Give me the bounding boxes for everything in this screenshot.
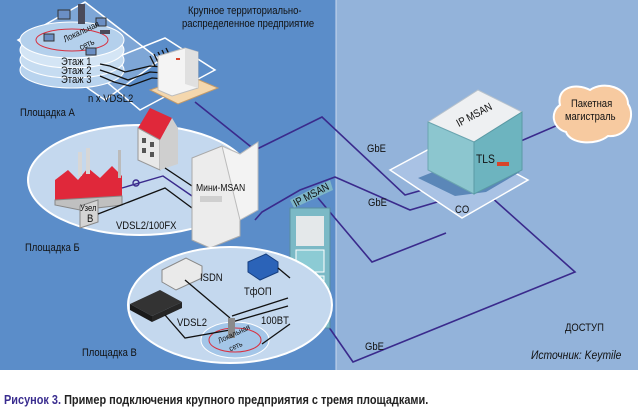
backbone-label-line2: магистраль (565, 111, 616, 123)
computer-icons-site-a (43, 4, 110, 56)
site-b-lines (97, 167, 196, 215)
link-mini-msan-to-co (254, 176, 445, 221)
figure-number: Рисунок 3. (4, 392, 62, 407)
site-b-fiber (121, 175, 193, 197)
network-diagram: Крупное территориально- распределенное п… (0, 0, 638, 370)
node-v-box (79, 199, 99, 229)
pstn-label: ТфОП (244, 286, 272, 298)
diagram-canvas (0, 0, 638, 370)
figure-caption: Рисунок 3. Пример подключения крупного п… (4, 392, 428, 407)
office-building-icon (137, 108, 178, 171)
site-a-dslam-icon (157, 47, 199, 97)
enterprise-title-line2: распределенное предприятие (182, 18, 315, 30)
backbone-cloud (552, 84, 633, 144)
site-b-label: Площадка Б (25, 242, 80, 254)
site-a-platform-outline (88, 37, 217, 111)
floor-2-label: Этаж 2 (61, 65, 92, 77)
floor-1-label: Этаж 1 (61, 56, 92, 68)
link-rack-to-co-upper (317, 197, 447, 263)
site-a-label: Площадка А (20, 107, 75, 119)
site-v-switch-icon (228, 318, 235, 338)
pstn-phone-icon (247, 253, 279, 281)
mini-msan-cabinet-icon (191, 141, 259, 249)
gbe-label-3: GbE (365, 341, 384, 353)
gbe-label-2: GbE (368, 197, 387, 209)
isdn-phone-icon (161, 257, 203, 291)
floor-3-label: Этаж 3 (61, 74, 92, 86)
backbone-label-line1: Пакетная (571, 98, 613, 110)
link-site-a-to-co (194, 101, 441, 196)
node-v-label-line2: В (87, 213, 94, 225)
site-v-lines (164, 267, 291, 345)
vdsl2-label: VDSL2 (177, 317, 207, 329)
access-zone-label: ДОСТУП (565, 322, 604, 334)
mini-msan-label: Мини-MSAN (196, 183, 246, 194)
isdn-label: ISDN (200, 272, 223, 284)
vdsl2-modem-icon (130, 290, 182, 322)
ethernet-100bt-label: 100BT (261, 315, 289, 327)
gbe-label-1: GbE (367, 143, 386, 155)
enterprise-title-line1: Крупное территориально- (188, 5, 302, 17)
figure-caption-text: Пример подключения крупного предприятия … (64, 392, 429, 407)
node-v-label-line1: Узел (80, 203, 97, 213)
tls-label: TLS (476, 152, 495, 166)
source-label: Источник: Keymile (531, 348, 622, 362)
link-rack-to-co-lower (314, 195, 577, 363)
vdsl2-bundle-label: n x VDSL2 (88, 93, 134, 105)
co-ip-msan-rack (426, 89, 524, 195)
co-label: CO (455, 204, 470, 216)
factory-icon (54, 148, 123, 211)
vdsl2-100fx-label: VDSL2/100FX (116, 220, 177, 232)
site-v-label: Площадка В (82, 347, 137, 359)
